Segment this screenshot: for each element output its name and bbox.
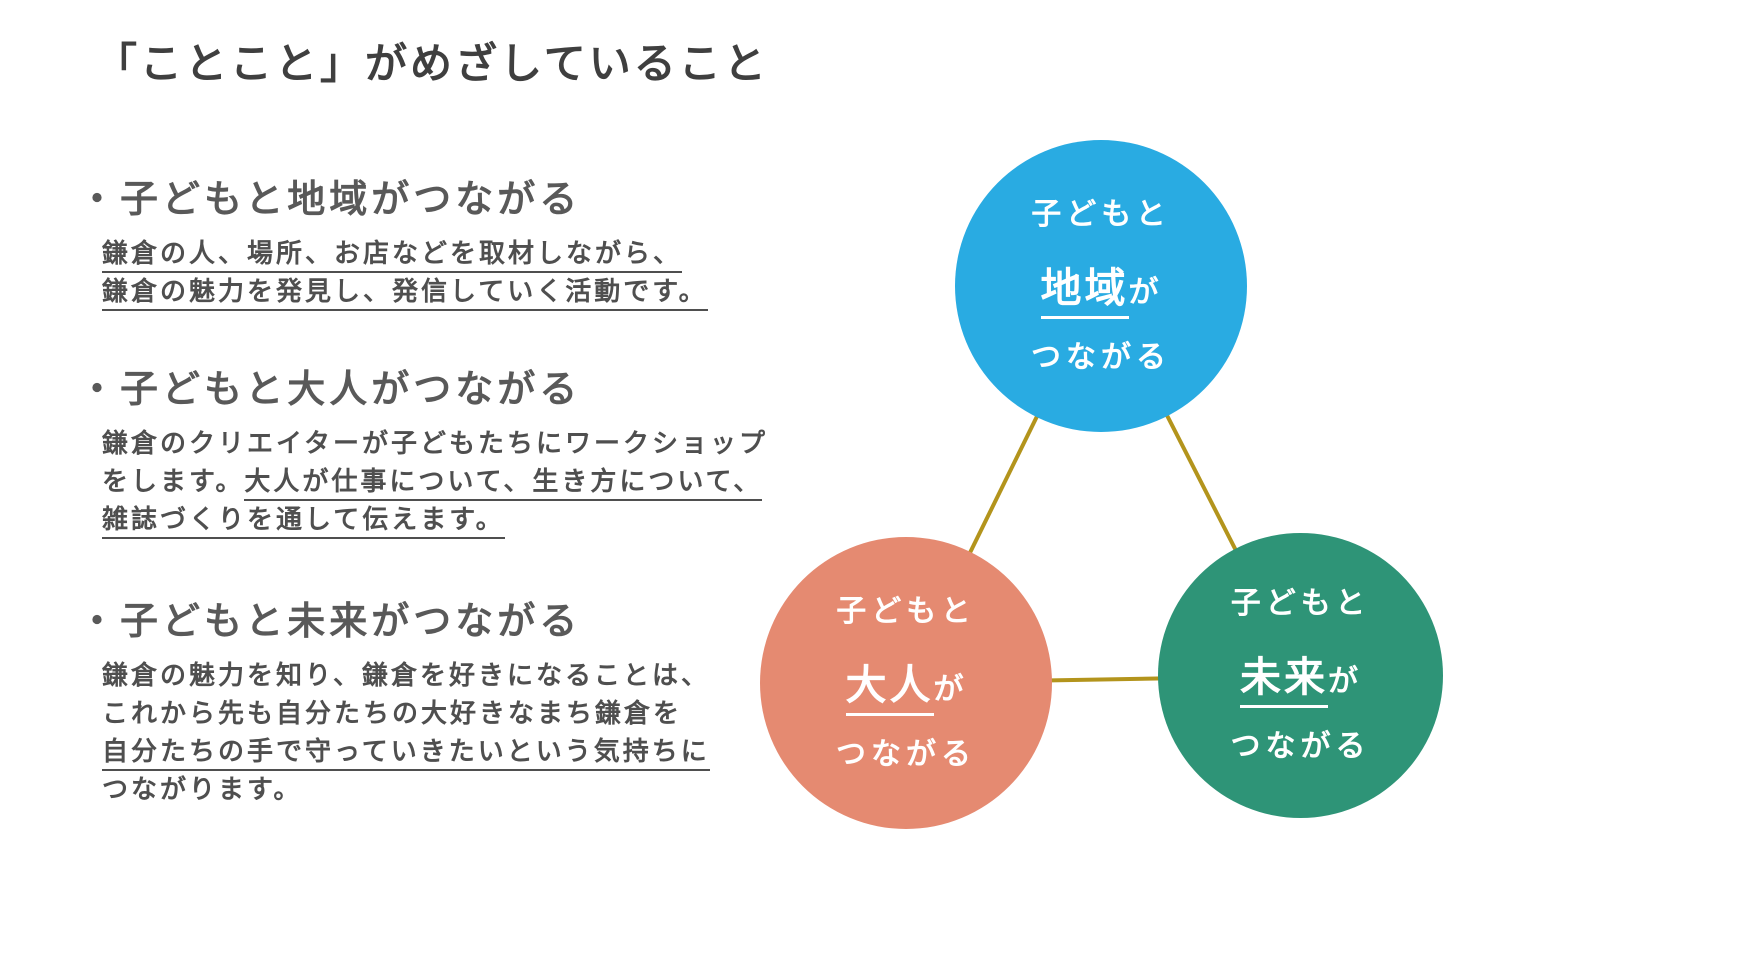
- section-region: ・子どもと地域がつながる 鎌倉の人、場所、お店などを取材しながら、 鎌倉の魅力を…: [78, 168, 708, 313]
- circle-particle: が: [933, 672, 967, 706]
- body-line: 鎌倉のクリエイターが子どもたちにワークショップ: [102, 427, 768, 465]
- body-line: つながります。: [102, 773, 710, 811]
- circle-line2: 大人が: [845, 651, 967, 716]
- circle-keyword: 未来: [1240, 643, 1328, 708]
- body-text-underlined: 自分たちの手で守っていきたいという気持ちに: [102, 736, 710, 771]
- diagram-circle-region: 子どもと 地域が つながる: [955, 140, 1247, 432]
- circle-line3: つながる: [1230, 730, 1371, 763]
- circle-keyword: 地域: [1040, 254, 1129, 319]
- body-line: 鎌倉の魅力を発見し、発信していく活動です。: [102, 275, 708, 313]
- section-future-body: 鎌倉の魅力を知り、鎌倉を好きになることは、 これから先も自分たちの大好きなまち鎌…: [102, 659, 710, 811]
- body-text: 鎌倉のクリエイターが子どもたちにワークショップ: [102, 428, 768, 458]
- circle-line1: 子どもと: [1031, 197, 1171, 231]
- section-adults-heading: ・子どもと大人がつながる: [78, 369, 582, 411]
- circle-keyword: 大人: [845, 651, 934, 716]
- page-title: 「ことこと」がめざしていること: [95, 40, 769, 87]
- section-region-heading: ・子どもと地域がつながる: [78, 179, 582, 221]
- section-future: ・子どもと未来がつながる 鎌倉の魅力を知り、鎌倉を好きになることは、 これから先…: [78, 590, 710, 811]
- body-text-underlined: 雑誌づくりを通して伝えます。: [102, 504, 505, 539]
- circle-line2: 未来が: [1240, 643, 1361, 708]
- body-line: 雑誌づくりを通して伝えます。: [102, 503, 768, 541]
- diagram-circle-future: 子どもと 未来が つながる: [1158, 533, 1443, 818]
- body-text: つながります。: [102, 774, 303, 804]
- section-adults-body: 鎌倉のクリエイターが子どもたちにワークショップ をします。大人が仕事について、生…: [102, 427, 768, 541]
- diagram-circle-adults: 子どもと 大人が つながる: [760, 537, 1052, 829]
- body-line: 鎌倉の魅力を知り、鎌倉を好きになることは、: [102, 659, 710, 697]
- body-line: 自分たちの手で守っていきたいという気持ちに: [102, 735, 710, 773]
- circle-particle: が: [1128, 275, 1162, 309]
- section-future-heading: ・子どもと未来がつながる: [78, 601, 582, 643]
- section-adults: ・子どもと大人がつながる 鎌倉のクリエイターが子どもたちにワークショップ をしま…: [78, 358, 768, 541]
- circle-line2: 地域が: [1040, 254, 1162, 319]
- body-text: これから先も自分たちの大好きなまち鎌倉を: [102, 698, 683, 728]
- circle-line1: 子どもと: [1230, 587, 1371, 620]
- circle-line3: つながる: [1031, 340, 1171, 374]
- body-text-underlined: 鎌倉の魅力を発見し、発信していく活動です。: [102, 276, 708, 311]
- circle-particle: が: [1328, 665, 1361, 698]
- body-line: これから先も自分たちの大好きなまち鎌倉を: [102, 697, 710, 735]
- body-text-underlined: 鎌倉の人、場所、お店などを取材しながら、: [102, 238, 683, 273]
- body-text: 鎌倉の魅力を知り、鎌倉を好きになることは、: [102, 660, 710, 690]
- circle-line3: つながる: [836, 737, 976, 771]
- body-line: をします。大人が仕事について、生き方について、: [102, 465, 768, 503]
- body-line: 鎌倉の人、場所、お店などを取材しながら、: [102, 237, 708, 275]
- body-text: をします。: [102, 466, 245, 496]
- circle-line1: 子どもと: [836, 594, 976, 628]
- body-text-underlined: 大人が仕事について、生き方について、: [244, 466, 763, 501]
- section-region-body: 鎌倉の人、場所、お店などを取材しながら、 鎌倉の魅力を発見し、発信していく活動で…: [102, 237, 708, 313]
